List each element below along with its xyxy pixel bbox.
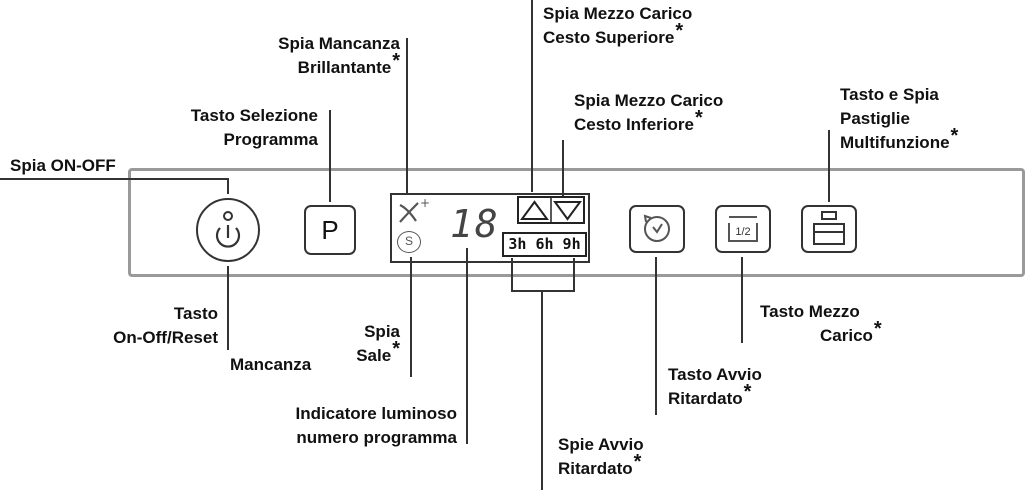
triangle-up-icon: [520, 200, 549, 220]
label-tasto-pastiglie: Tasto e Spia Pastiglie Multifunzione*: [840, 85, 959, 152]
half-load-icon: [728, 216, 758, 242]
leader-delay-lights: [541, 290, 543, 490]
leader-salt: [410, 257, 412, 377]
salt-icon: S: [397, 231, 421, 253]
leader-program-number: [466, 248, 468, 444]
program-select-button[interactable]: P: [304, 205, 356, 255]
leader-on-off-reset: [227, 266, 229, 350]
sparkle-icon: +: [399, 197, 430, 223]
clock-icon: [643, 214, 670, 242]
leader-half-load: [741, 257, 743, 343]
leader-upper-basket: [531, 0, 533, 192]
triangle-down-icon: [553, 201, 582, 221]
label-tasto-avvio-ritardato: Tasto Avvio Ritardato*: [668, 365, 762, 408]
multifunction-tablet-button[interactable]: [801, 205, 857, 253]
program-number: 18: [450, 202, 500, 246]
half-load-button[interactable]: 1/2: [715, 205, 771, 253]
leader-rinse-aid: [406, 38, 408, 194]
leader-delay-bracket-right: [573, 258, 575, 291]
label-tasto-on-off-reset: Tasto On-Off/Reset: [113, 304, 218, 347]
leader-on-off-h: [0, 178, 228, 180]
leader-program-button: [329, 110, 331, 202]
salt-symbol: S: [404, 234, 413, 248]
leader-delay-button: [655, 257, 657, 415]
label-spia-sale: Spia Sale*: [356, 322, 400, 365]
label-spia-on-off: Spia ON-OFF: [10, 156, 116, 175]
on-off-reset-button[interactable]: [196, 198, 260, 262]
power-icon: [215, 211, 241, 248]
delay-hours-indicator: 3h 6h 9h: [502, 232, 587, 257]
program-button-label: P: [321, 214, 339, 245]
leader-tablet: [828, 130, 830, 202]
label-tasto-mezzo-carico: Tasto Mezzo Carico*: [760, 302, 882, 345]
program-display: [390, 193, 590, 263]
leader-lower-basket: [562, 140, 564, 196]
label-spie-avvio-ritardato: Spie Avvio Ritardato*: [558, 435, 644, 478]
label-spia-mezzo-inferiore: Spia Mezzo Carico Cesto Inferiore*: [574, 91, 724, 134]
label-tasto-selezione: Tasto Selezione Programma: [190, 106, 318, 149]
svg-text:+: +: [420, 197, 430, 210]
half-load-symbol: 1/2: [735, 226, 751, 238]
label-indicatore-programma: Indicatore luminoso numero programma: [295, 404, 457, 447]
leader-on-off-v: [227, 178, 229, 194]
leader-delay-bracket-bottom: [511, 290, 575, 292]
label-spia-mezzo-superiore: Spia Mezzo Carico Cesto Superiore*: [543, 4, 693, 47]
tablet-icon: [813, 211, 845, 245]
label-mancanza: Mancanza: [230, 355, 312, 374]
leader-delay-bracket-left: [511, 258, 513, 291]
delay-start-button[interactable]: [629, 205, 685, 253]
basket-indicators: [517, 196, 585, 224]
label-spia-brillantante: Spia Mancanza Brillantante*: [278, 34, 400, 77]
